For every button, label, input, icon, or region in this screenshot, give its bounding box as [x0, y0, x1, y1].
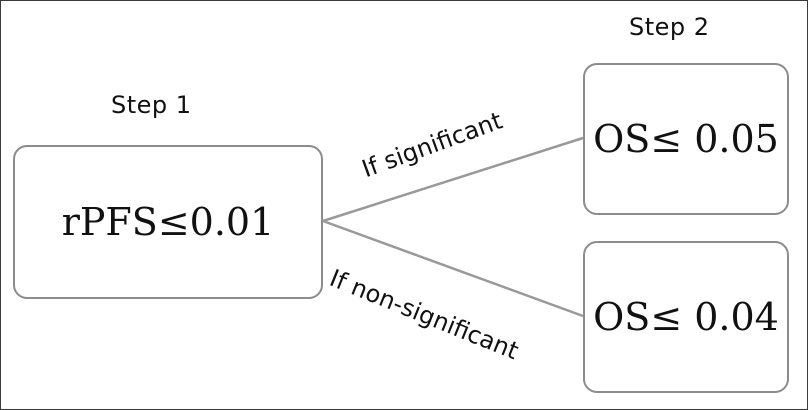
step1-node: rPFS≤0.01: [13, 145, 323, 299]
step1-node-text: rPFS≤0.01: [61, 200, 275, 244]
significant-node: OS≤ 0.05: [583, 63, 789, 215]
edge-significant-line: [322, 136, 584, 223]
edge-nonsignificant-line: [322, 219, 584, 318]
step2-label: Step 2: [629, 13, 710, 41]
significant-node-text: OS≤ 0.05: [593, 117, 779, 161]
nonsignificant-node: OS≤ 0.04: [583, 241, 789, 393]
step1-label: Step 1: [111, 91, 192, 119]
nonsignificant-node-text: OS≤ 0.04: [593, 295, 779, 339]
